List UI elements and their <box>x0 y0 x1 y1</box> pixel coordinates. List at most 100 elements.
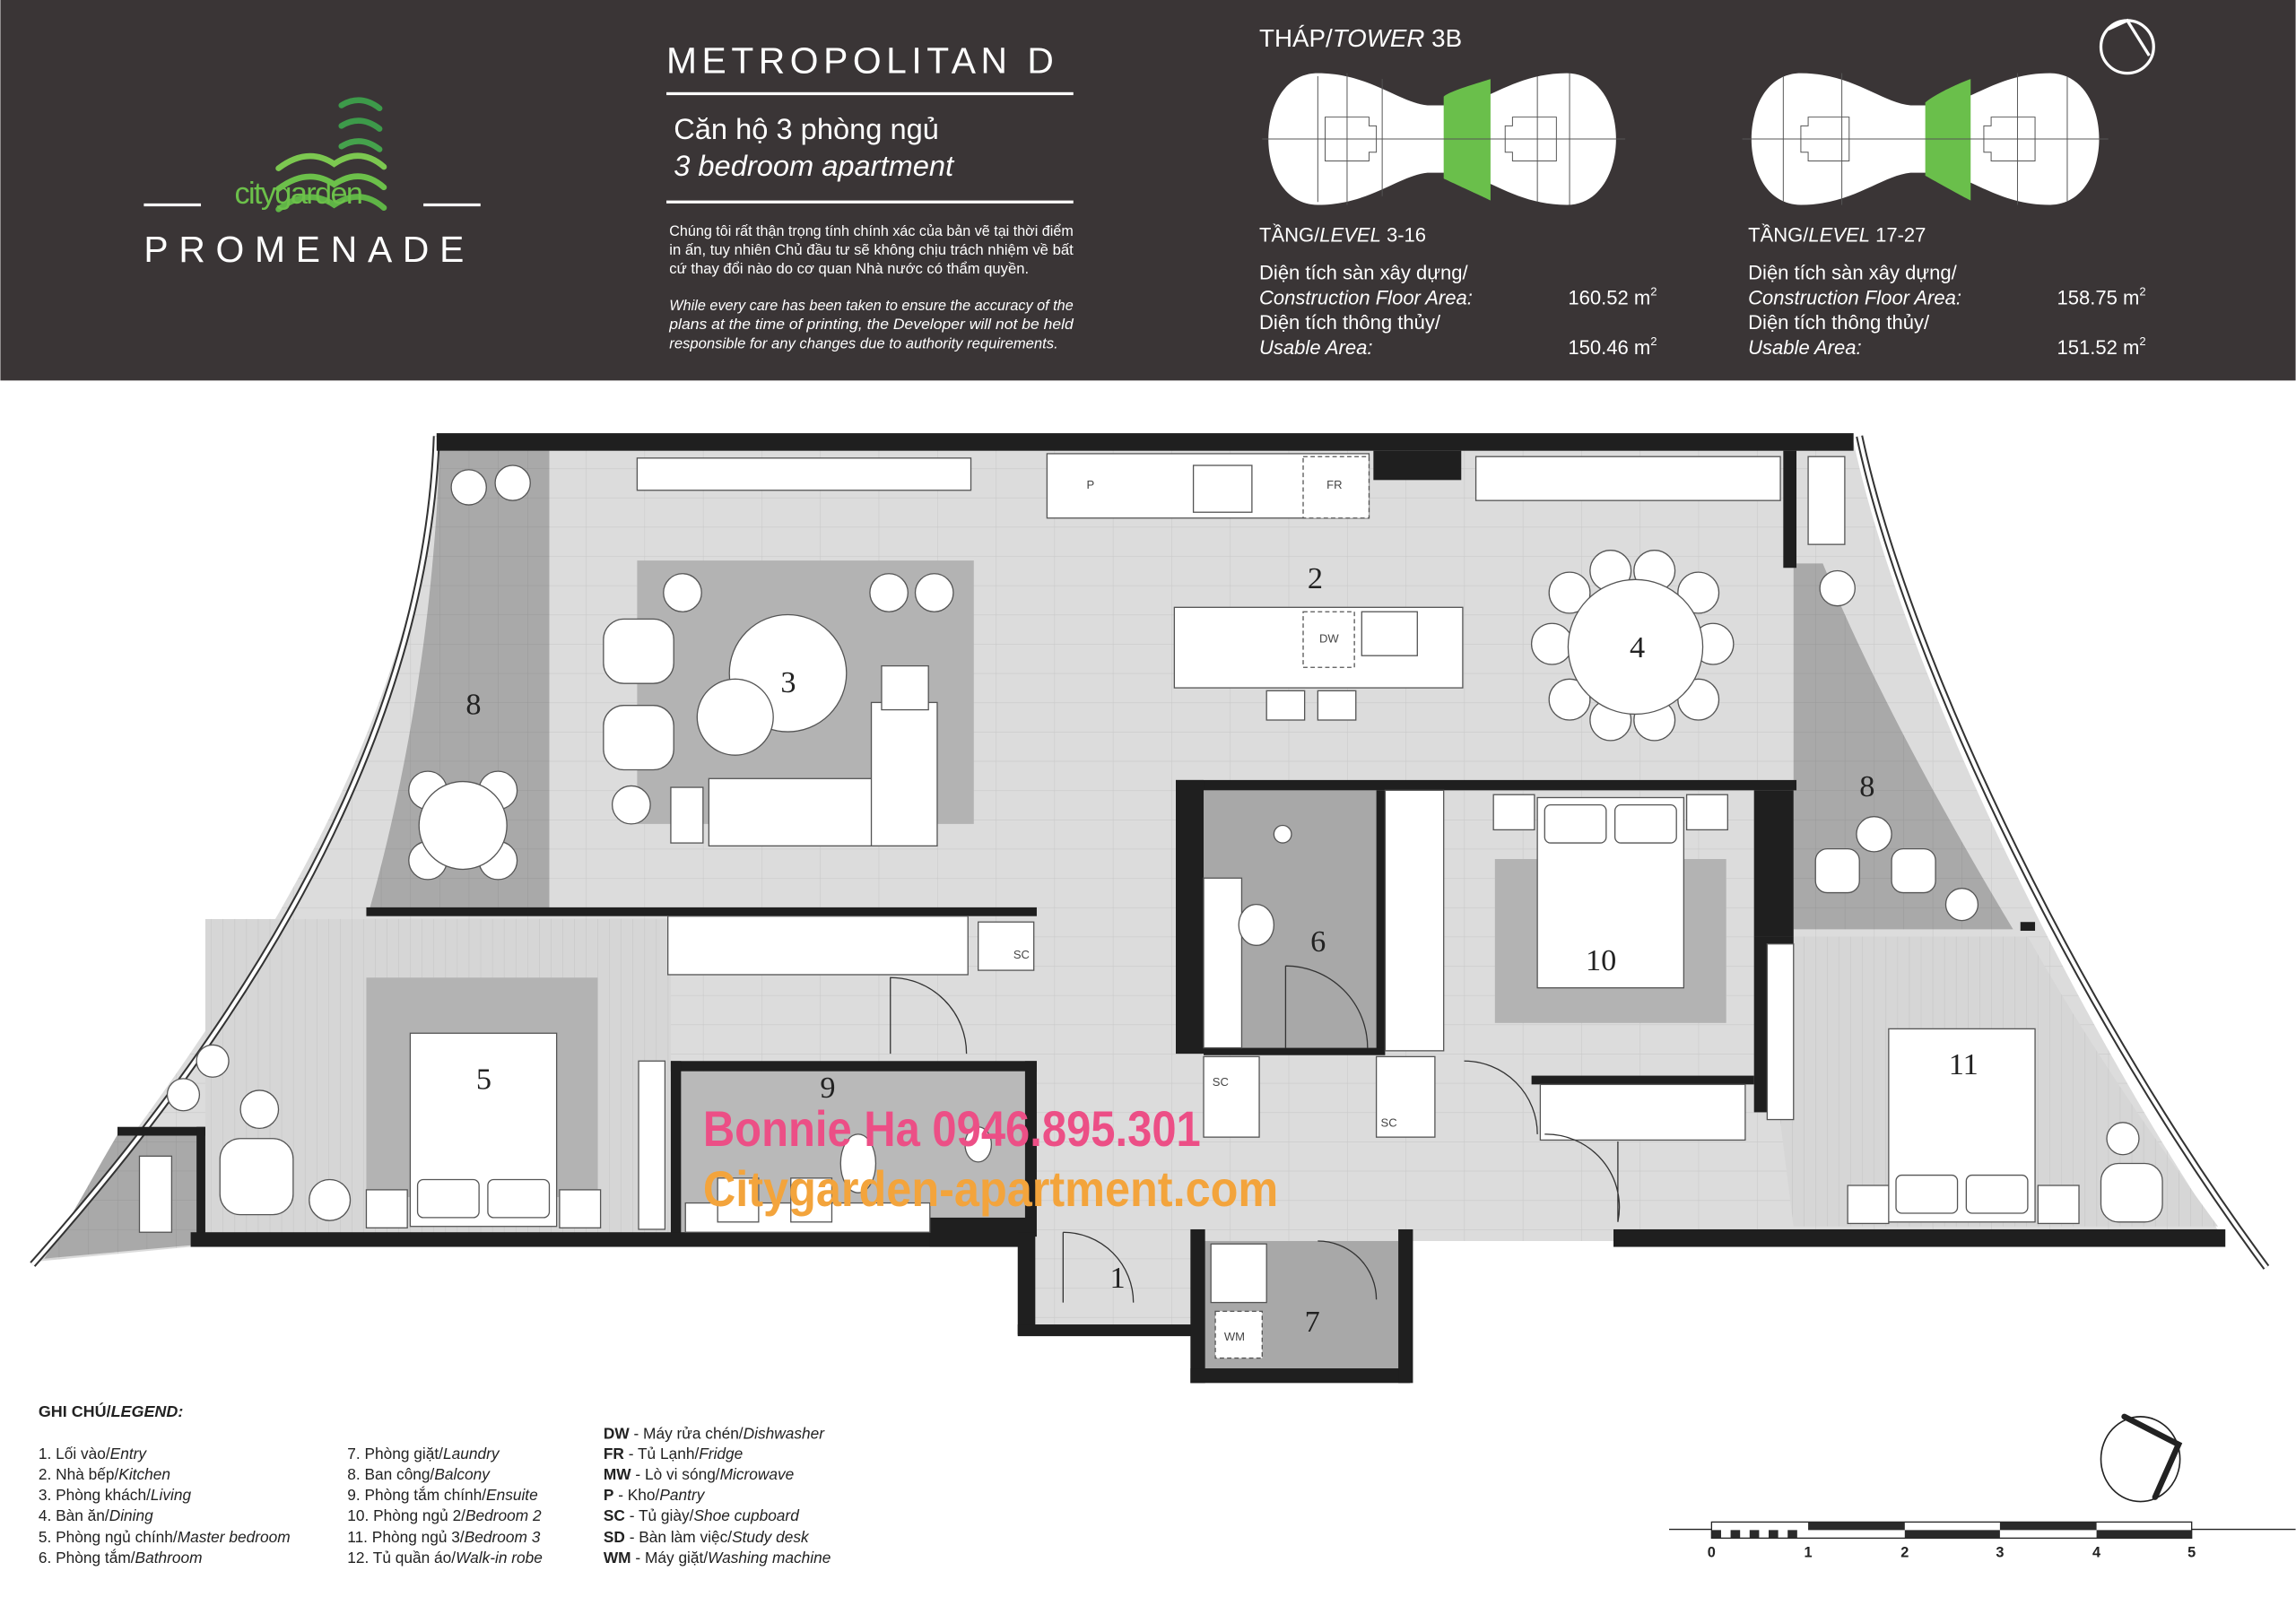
legend-item: SC - Tủ giày/Shoe cupboard <box>604 1506 800 1524</box>
watermark-website: Citygarden-apartment.com <box>703 1161 1278 1217</box>
legend-item: SD - Bàn làm việc/Study desk <box>604 1528 810 1546</box>
dishwasher <box>1302 611 1355 668</box>
tag-pantry: P <box>1086 478 1094 491</box>
tower-keyplan-level-17-27 <box>1742 73 2109 205</box>
header-band <box>0 0 2296 381</box>
cooktop-icon <box>1192 464 1253 513</box>
logo-wordmark: citygarden <box>235 177 362 211</box>
construction-area-value: 160.52 m2 <box>1568 285 1657 309</box>
legend-item: 1. Lối vào/Entry <box>39 1445 148 1462</box>
divider <box>666 200 1074 204</box>
doors <box>890 965 1621 1303</box>
level-3-16-areas: TẦNG/LEVEL 3-16 Diện tích sàn xây dựng/ … <box>1259 223 1657 359</box>
lamp-icon <box>611 785 651 825</box>
fridge <box>1302 456 1370 519</box>
svg-text:2: 2 <box>1308 561 1323 595</box>
disclaimer-vi: Chúng tôi rất thận trọng tính chính xác … <box>669 222 1074 277</box>
svg-text:5: 5 <box>476 1062 491 1096</box>
tag-shoe-cupboard: SC <box>1013 948 1030 961</box>
sofa-chaise <box>870 701 938 847</box>
svg-text:cứ thay đổi nào do cơ quan Nhà: cứ thay đổi nào do cơ quan Nhà nước có t… <box>669 260 1029 277</box>
stool <box>1265 690 1306 721</box>
level-17-27-areas: TẦNG/LEVEL 17-27 Diện tích sàn xây dựng/… <box>1748 223 2145 359</box>
ottoman <box>881 664 929 711</box>
side-table <box>696 678 774 756</box>
shoe-cupboard <box>978 921 1035 971</box>
svg-text:Construction Floor Area:: Construction Floor Area: <box>1259 286 1473 308</box>
room-labels: 1 2 3 4 5 6 7 8 8 9 10 11 <box>465 561 1978 1339</box>
svg-text:7: 7 <box>1305 1305 1320 1339</box>
legend-item: FR - Tủ Lạnh/Fridge <box>604 1445 743 1462</box>
svg-text:While every care has been take: While every care has been taken to ensur… <box>669 297 1073 314</box>
legend-item: 10. Phòng ngủ 2/Bedroom 2 <box>347 1506 542 1524</box>
legend-item: 5. Phòng ngủ chính/Master bedroom <box>39 1528 291 1546</box>
legend-item: 9. Phòng tắm chính/Ensuite <box>347 1486 538 1504</box>
wardrobe <box>1539 1083 1746 1141</box>
legend-item: 8. Ban công/Balcony <box>347 1465 491 1483</box>
legend-item: DW - Máy rửa chén/Dishwasher <box>604 1424 825 1442</box>
toilet-icon <box>964 1126 993 1163</box>
svg-text:responsible for any changes du: responsible for any changes due to autho… <box>669 334 1057 352</box>
tower-label: THÁP/TOWER 3B <box>1259 24 1462 52</box>
scale-bar: 0 1 2 3 4 5 <box>1669 1521 2296 1561</box>
svg-text:6: 6 <box>1310 924 1326 959</box>
armchair <box>603 618 674 684</box>
compass-icon <box>2099 18 2155 75</box>
apartment-type-en: 3 bedroom apartment <box>674 149 955 182</box>
legend-item: 2. Nhà bếp/Kitchen <box>39 1465 170 1483</box>
svg-text:Usable Area:: Usable Area: <box>1748 336 1861 359</box>
legend-item: 4. Bàn ăn/Dining <box>39 1506 153 1524</box>
svg-text:1: 1 <box>1110 1261 1126 1295</box>
scale-tick: 4 <box>2092 1545 2100 1561</box>
usable-area-value: 151.52 m2 <box>2057 334 2146 359</box>
armchair <box>2100 1162 2163 1223</box>
level-label: TẦNG/LEVEL 17-27 <box>1748 223 1926 246</box>
balcony-table <box>408 770 518 881</box>
svg-text:Chúng tôi rất thận trọng tính: Chúng tôi rất thận trọng tính chính xác … <box>669 222 1073 239</box>
construction-area-value: 158.75 m2 <box>2057 285 2146 309</box>
legend-item: P - Kho/Pantry <box>604 1486 706 1504</box>
vanity <box>1203 877 1243 1049</box>
scale-tick: 0 <box>1708 1545 1716 1561</box>
scale-tick: 2 <box>1900 1545 1909 1561</box>
legend-item: WM - Máy giặt/Washing machine <box>604 1549 831 1567</box>
tag-dishwasher: DW <box>1319 631 1339 645</box>
svg-text:plans at the time of printing,: plans at the time of printing, the Devel… <box>668 316 1074 333</box>
tag-washing-machine: WM <box>1224 1330 1245 1343</box>
divider <box>666 91 1074 96</box>
svg-text:in ấn, tuy nhiên Chủ đầu tư sẽ: in ấn, tuy nhiên Chủ đầu tư sẽ không chị… <box>669 241 1074 258</box>
legend-item: 7. Phòng giặt/Laundry <box>347 1445 500 1462</box>
scale-tick: 1 <box>1805 1545 1813 1561</box>
wardrobe <box>667 916 969 976</box>
bathtub-icon <box>839 1133 877 1193</box>
legend: GHI CHÚ/LEGEND: 1. Lối vào/Entry 2. Nhà … <box>39 1402 831 1567</box>
svg-text:Diện tích thông thủy/: Diện tích thông thủy/ <box>1748 311 1930 334</box>
armchair <box>603 705 674 771</box>
tag-shoe-cupboard: SC <box>1213 1075 1229 1089</box>
wardrobe <box>1384 789 1445 1052</box>
watermark-phone: Bonnie Ha 0946.895.301 <box>703 1101 1201 1157</box>
svg-text:3: 3 <box>780 665 796 699</box>
dining-table <box>1530 550 1735 742</box>
cabinet <box>1474 456 1781 501</box>
project-name: PROMENADE <box>144 229 474 270</box>
usable-area-value: 150.46 m2 <box>1568 334 1657 359</box>
washing-machine <box>1214 1310 1263 1359</box>
balcony-right <box>1793 563 2013 930</box>
toilet-icon <box>1238 903 1275 946</box>
cabinet <box>636 457 972 491</box>
level-label: TẦNG/LEVEL 3-16 <box>1259 223 1426 246</box>
svg-text:11: 11 <box>1949 1047 1979 1081</box>
apartment-plan: P FR DW <box>30 433 2270 1384</box>
tower-keyplan-level-3-16 <box>1262 73 1626 205</box>
armchair <box>219 1138 294 1216</box>
unit-name: METROPOLITAN D <box>666 40 1058 82</box>
svg-text:Usable Area:: Usable Area: <box>1259 336 1372 359</box>
svg-text:Construction Floor Area:: Construction Floor Area: <box>1748 286 1961 308</box>
legend-item: 12. Tủ quần áo/Walk-in robe <box>347 1549 543 1567</box>
tag-shoe-cupboard: SC <box>1381 1116 1397 1130</box>
svg-text:8: 8 <box>465 687 481 721</box>
cabinet <box>1807 456 1846 545</box>
svg-text:10: 10 <box>1586 943 1616 977</box>
